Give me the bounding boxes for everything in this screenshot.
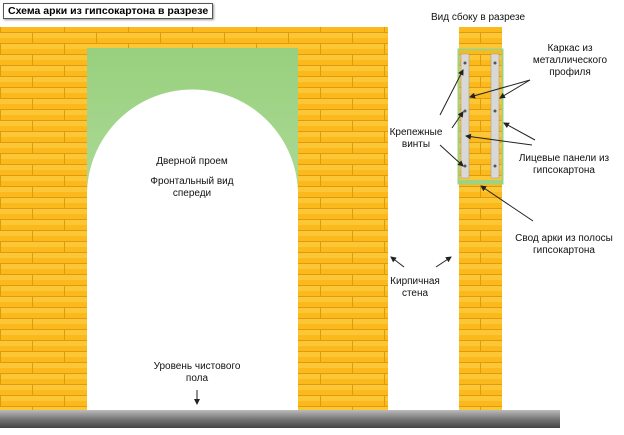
doorway-opening: [87, 89, 298, 412]
front-brick-wall: [0, 27, 388, 412]
diagram-title: Схема арки из гипсокартона в разрезе: [3, 3, 214, 19]
arrows: [194, 69, 536, 405]
floor: [0, 410, 560, 428]
side-section: [457, 27, 504, 411]
metal-profile-right: [490, 53, 500, 179]
side-view-label: Вид сбоку в разрезе: [430, 12, 526, 23]
doorway-label: Дверной проем: [156, 156, 228, 167]
screws: [463, 61, 497, 168]
